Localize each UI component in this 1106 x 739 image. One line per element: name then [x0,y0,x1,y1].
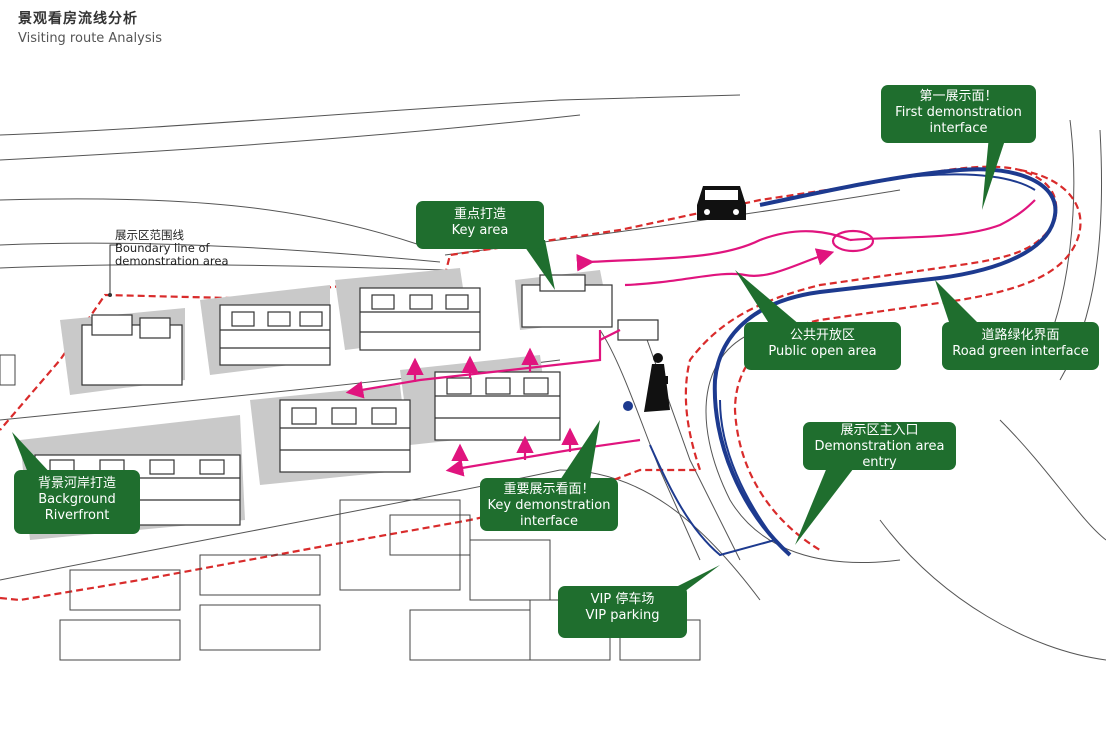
callout-key-interface: 重要展示看面！ Key demonstration interface [480,478,618,531]
boundary-label: 展示区范围线 Boundary line of demonstration ar… [115,229,229,268]
callout-vip-parking: VIP 停车场 VIP parking [558,586,687,638]
callout-public-open: 公共开放区 Public open area [744,322,901,370]
callout-road-green-cn: 道路绿化界面 [981,328,1060,343]
callout-background-riverfront: 背景河岸打造 Background Riverfront [14,470,140,534]
callout-first-interface-en-1: First demonstration [895,105,1022,120]
callout-key-interface-cn: 重要展示看面！ [503,482,595,497]
callout-key-interface-en-1: Key demonstration [487,498,611,513]
building-villa-3 [359,287,481,351]
boundary-label-cn: 展示区范围线 [115,228,184,242]
callout-road-green: 道路绿化界面 Road green interface [942,322,1099,370]
pedestrian-routes [345,199,1036,477]
page-header: 景观看房流线分析 Visiting route Analysis [18,8,162,46]
callout-key-interface-en-2: interface [520,514,578,529]
boundary-line [0,165,1058,602]
callout-entry-cn: 展示区主入口 [840,423,919,438]
boundary-label-en-2: demonstration area [115,254,229,268]
callout-vip-parking-cn: VIP 停车场 [590,592,655,607]
callout-vip-parking-en: VIP parking [585,608,660,623]
callout-key-area-en: Key area [451,223,509,238]
callout-first-interface-cn: 第一展示面！ [919,89,998,104]
page-subtitle: Visiting route Analysis [18,31,162,46]
callout-riverfront-en-2: Riverfront [44,508,110,523]
building-villa-5 [434,371,561,441]
building-villa-2 [219,304,331,366]
callout-riverfront-en-1: Background [38,492,116,507]
callout-public-open-en: Public open area [768,344,877,359]
callout-riverfront-cn: 背景河岸打造 [37,476,116,491]
building-sales-center [521,274,659,341]
callout-road-green-en: Road green interface [952,344,1089,359]
vehicle-route-inner [649,173,1036,557]
callout-first-interface-en-2: interface [929,121,988,136]
callout-entry-en-1: Demonstration area [814,439,945,454]
building-villa-1 [81,314,183,386]
callout-entry: 展示区主入口 Demonstration area entry [803,422,956,470]
callout-key-area: 重点打造 Key area [416,201,544,249]
vehicle-route [712,167,1058,557]
callout-key-area-cn: 重点打造 [453,207,506,222]
surrounding-buildings [0,354,701,661]
callout-pointers [12,125,1010,595]
building-villa-4 [279,399,411,473]
pedestrian-icon [623,353,670,412]
boundary-label-leader [109,244,118,295]
car-icon [697,186,746,220]
callout-first-interface: 第一展示面！ First demonstration interface [881,85,1036,143]
callout-public-open-cn: 公共开放区 [789,328,855,343]
boundary-label-en-1: Boundary line of [115,241,210,255]
page-title: 景观看房流线分析 [18,11,138,27]
callout-entry-en-2: entry [862,455,897,470]
